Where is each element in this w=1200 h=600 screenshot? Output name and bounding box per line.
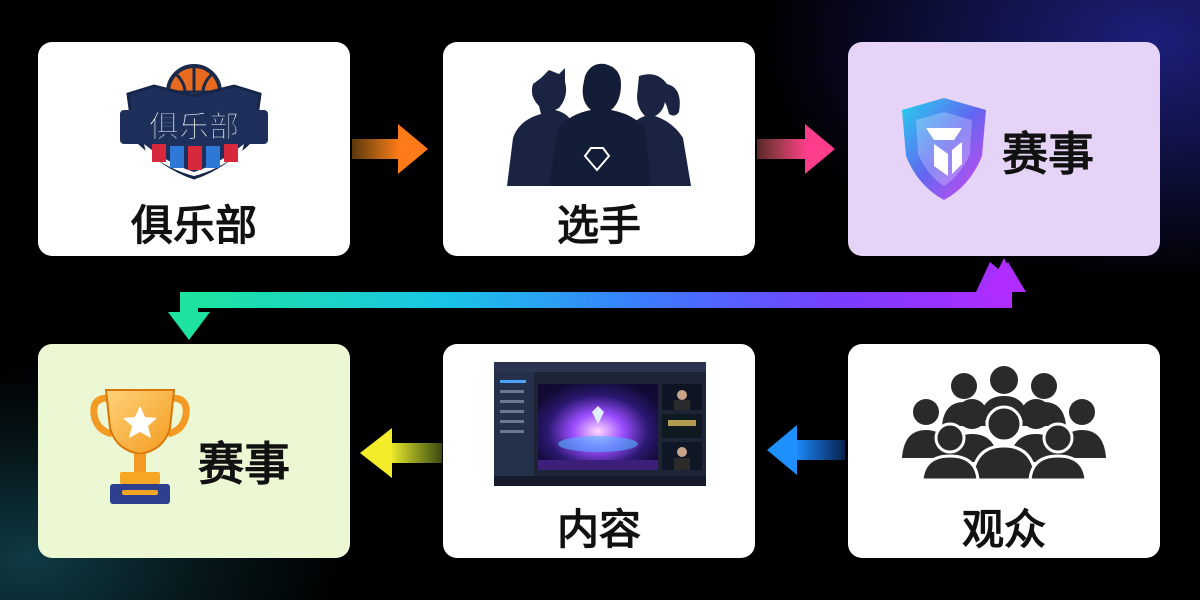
node-content[interactable]: 内容 [443,344,755,558]
node-club-label: 俱乐部 [130,201,257,250]
node-club[interactable]: 俱乐部 俱乐部 [38,42,350,256]
club-badge-text: 俱乐部 [148,110,239,145]
node-event[interactable]: 赛事 [848,42,1160,256]
arrow-audience-to-content [767,425,845,475]
arrow-event-to-trophy-loop [168,258,1026,340]
node-event-label: 赛事 [1002,127,1094,181]
club-shield-logo-icon: 俱乐部 [120,64,268,180]
esports-shield-logo-icon [902,98,986,200]
trophy-icon [90,389,190,504]
node-trophy[interactable]: 赛事 [38,344,350,558]
arrow-players-to-event [757,124,835,174]
node-players[interactable]: 选手 [443,42,755,256]
streaming-screen-icon [494,362,706,486]
node-audience-label: 观众 [961,505,1046,554]
arrow-club-to-players [352,124,428,174]
node-trophy-label: 赛事 [198,437,290,491]
node-content-label: 内容 [556,505,641,554]
node-players-label: 选手 [556,201,641,250]
players-silhouette-icon [507,63,691,186]
arrow-content-to-trophy [360,428,442,478]
node-audience[interactable]: 观众 [848,344,1160,558]
audience-crowd-icon [902,366,1106,482]
